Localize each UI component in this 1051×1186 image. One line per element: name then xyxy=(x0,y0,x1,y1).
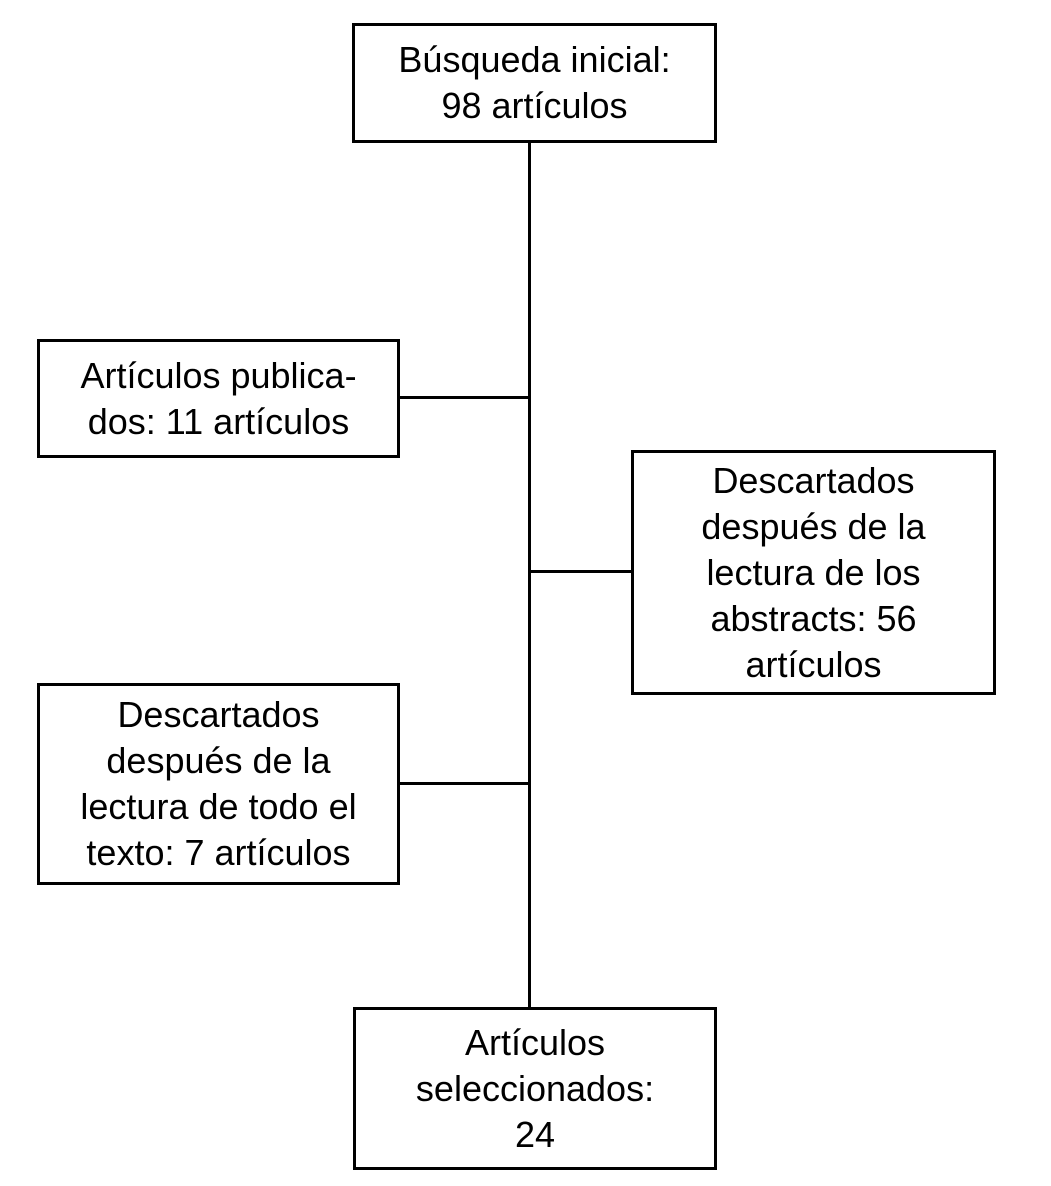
box-discarded-after-abstracts-line: artículos xyxy=(745,643,882,685)
box-selected-articles-line: 24 xyxy=(514,1113,556,1155)
connector-published-branch xyxy=(400,396,530,399)
box-initial-search-line: 98 artículos xyxy=(441,85,628,126)
box-discarded-after-abstracts: Descartados después de la lectura de los… xyxy=(631,450,996,695)
box-published-articles-line: dos: 11 artículos xyxy=(87,400,350,442)
box-discarded-after-abstracts-line: lectura de los xyxy=(706,551,921,593)
box-discarded-after-full-text: Descartados después de la lectura de tod… xyxy=(37,683,400,885)
connector-vertical-main xyxy=(528,143,531,1007)
box-discarded-after-full-text-line: texto: 7 artículos xyxy=(86,832,351,873)
connector-discarded-full-text-branch xyxy=(400,782,530,785)
box-selected-articles: Artículos seleccionados: 24 xyxy=(353,1007,717,1170)
box-initial-search: Búsqueda inicial: 98 artículos xyxy=(352,23,717,143)
box-published-articles: Artículos publica- dos: 11 artículos xyxy=(37,339,400,458)
box-discarded-after-full-text-line: después de la xyxy=(106,740,331,781)
box-initial-search-line: Búsqueda inicial: xyxy=(398,39,671,80)
box-discarded-after-full-text-line: Descartados xyxy=(117,694,320,735)
box-discarded-after-abstracts-line: abstracts: 56 xyxy=(710,597,917,639)
box-published-articles-line: Artículos publica- xyxy=(80,354,357,396)
box-selected-articles-line: seleccionados: xyxy=(415,1067,655,1109)
box-discarded-after-full-text-line: lectura de todo el xyxy=(80,786,357,827)
box-selected-articles-line: Artículos xyxy=(464,1021,606,1063)
box-discarded-after-abstracts-line: después de la xyxy=(701,505,926,547)
connector-discarded-abstracts-branch xyxy=(529,570,632,573)
box-discarded-after-abstracts-line: Descartados xyxy=(712,459,915,501)
